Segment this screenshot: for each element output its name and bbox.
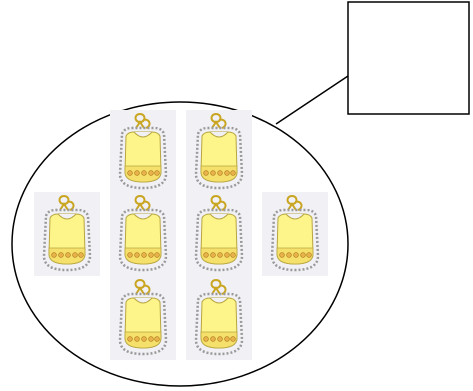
baby-bib-icon xyxy=(186,110,252,194)
callout-connector xyxy=(275,75,349,125)
bib-group xyxy=(34,110,328,360)
group-ellipse xyxy=(11,101,349,387)
baby-bib-icon xyxy=(110,110,176,194)
answer-box[interactable] xyxy=(347,1,470,115)
baby-bib-icon xyxy=(110,192,176,276)
baby-bib-icon xyxy=(110,276,176,360)
baby-bib-icon xyxy=(186,192,252,276)
baby-bib-icon xyxy=(262,192,328,276)
baby-bib-icon xyxy=(34,192,100,276)
baby-bib-icon xyxy=(186,276,252,360)
